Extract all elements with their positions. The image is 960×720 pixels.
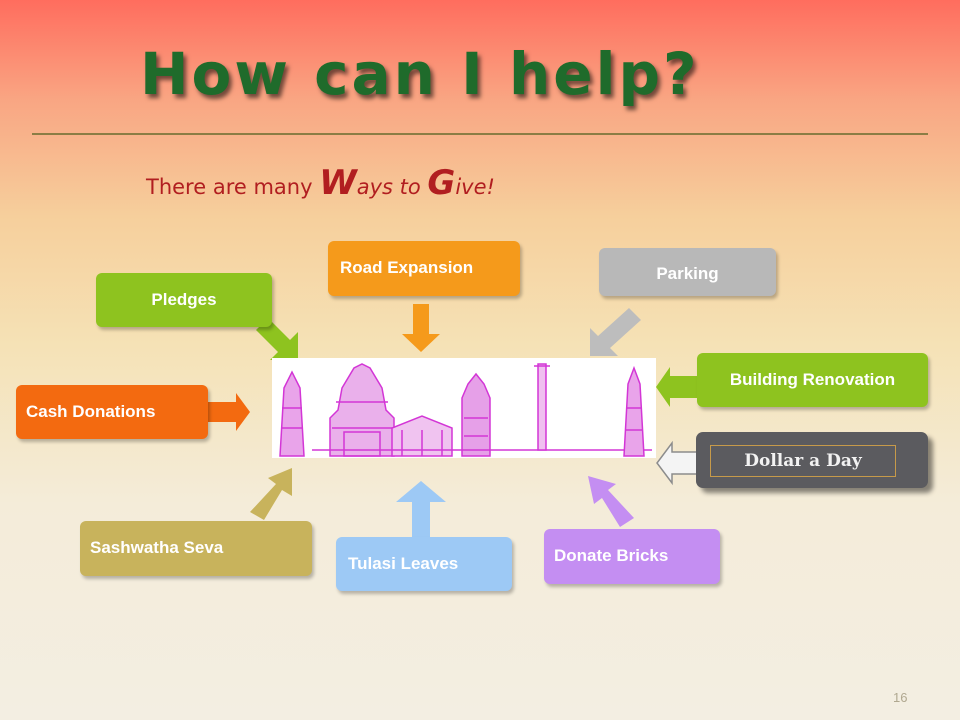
subtitle-g: G (427, 163, 456, 203)
arrow-pledges (256, 318, 298, 360)
dollar-a-day-button[interactable]: Dollar a Day (696, 432, 928, 488)
arrow-building-renovation (656, 367, 697, 407)
tulasi-leaves-label: Tulasi Leaves (348, 554, 459, 573)
arrow-tulasi-leaves (396, 481, 446, 537)
donate-bricks-button[interactable]: Donate Bricks (544, 529, 720, 584)
arrow-cash-donations (206, 393, 250, 431)
cash-donations-button[interactable]: Cash Donations (16, 385, 208, 439)
subtitle-give: ive! (455, 175, 495, 199)
arrow-sashwatha-seva (250, 468, 292, 520)
arrow-parking (590, 308, 641, 356)
arrow-donate-bricks (588, 476, 634, 527)
building-renovation-button[interactable]: Building Renovation (697, 353, 928, 407)
arrow-dollar-a-day (656, 440, 701, 486)
dollar-a-day-label: Dollar a Day (710, 445, 896, 477)
subtitle-prefix: There are many (146, 175, 320, 199)
temple-drawing (279, 363, 652, 457)
building-renovation-label: Building Renovation (729, 370, 896, 389)
subtitle-w: W (319, 163, 357, 203)
tulasi-leaves-button[interactable]: Tulasi Leaves (336, 537, 512, 591)
parking-label: Parking (656, 264, 719, 283)
arrow-road-expansion (402, 304, 440, 352)
pledges-button[interactable]: Pledges (96, 273, 272, 327)
temple-illustration (272, 358, 656, 458)
cash-donations-label: Cash Donations (26, 402, 156, 421)
slide-title: How can I help? (140, 40, 700, 108)
road-expansion-label: Road Expansion (340, 258, 474, 277)
road-expansion-button[interactable]: Road Expansion (328, 241, 520, 296)
pledges-label: Pledges (151, 290, 217, 309)
page-number: 16 (893, 690, 908, 705)
sashwatha-seva-button[interactable]: Sashwatha Seva (80, 521, 312, 576)
title-divider (32, 133, 928, 135)
sashwatha-seva-label: Sashwatha Seva (90, 538, 224, 557)
subtitle: There are many Ways to Give! (146, 163, 495, 203)
donate-bricks-label: Donate Bricks (554, 546, 669, 565)
subtitle-ways: ays to (356, 175, 428, 199)
parking-button[interactable]: Parking (599, 248, 776, 296)
